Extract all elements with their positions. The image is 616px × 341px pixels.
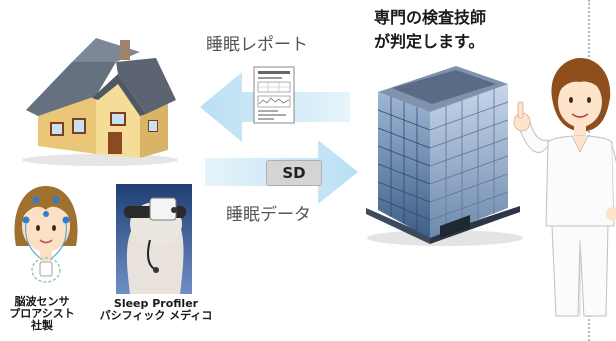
sensor-caption-line3: 社製: [31, 319, 53, 332]
report-document-icon: [253, 66, 295, 124]
specialist-note-line2: が判定します。: [374, 32, 485, 51]
sensor-caption: 脳波センサ プロアシスト 社製: [0, 296, 84, 332]
office-building-icon: [366, 66, 523, 246]
specialist-note: 専門の検査技師 が判定します。: [374, 6, 486, 54]
profiler-caption-line2: パシフィック メディコ: [99, 309, 213, 322]
specialist-illustration: [513, 58, 616, 317]
sensor-wearer-illustration: [14, 186, 78, 283]
sensor-caption-line2: プロアシスト: [9, 307, 75, 320]
profiler-caption: Sleep Profiler パシフィック メディコ: [86, 298, 226, 322]
house-icon: [22, 38, 178, 166]
specialist-note-line1: 専門の検査技師: [374, 8, 487, 27]
profiler-caption-line1: Sleep Profiler: [113, 297, 199, 310]
data-flow-label: 睡眠データ: [226, 205, 311, 225]
sensor-caption-line1: 脳波センサ: [14, 295, 70, 308]
report-flow-label: 睡眠レポート: [206, 35, 308, 55]
sleep-profiler-photo: [116, 184, 192, 294]
sd-card-badge: SD: [266, 160, 322, 186]
